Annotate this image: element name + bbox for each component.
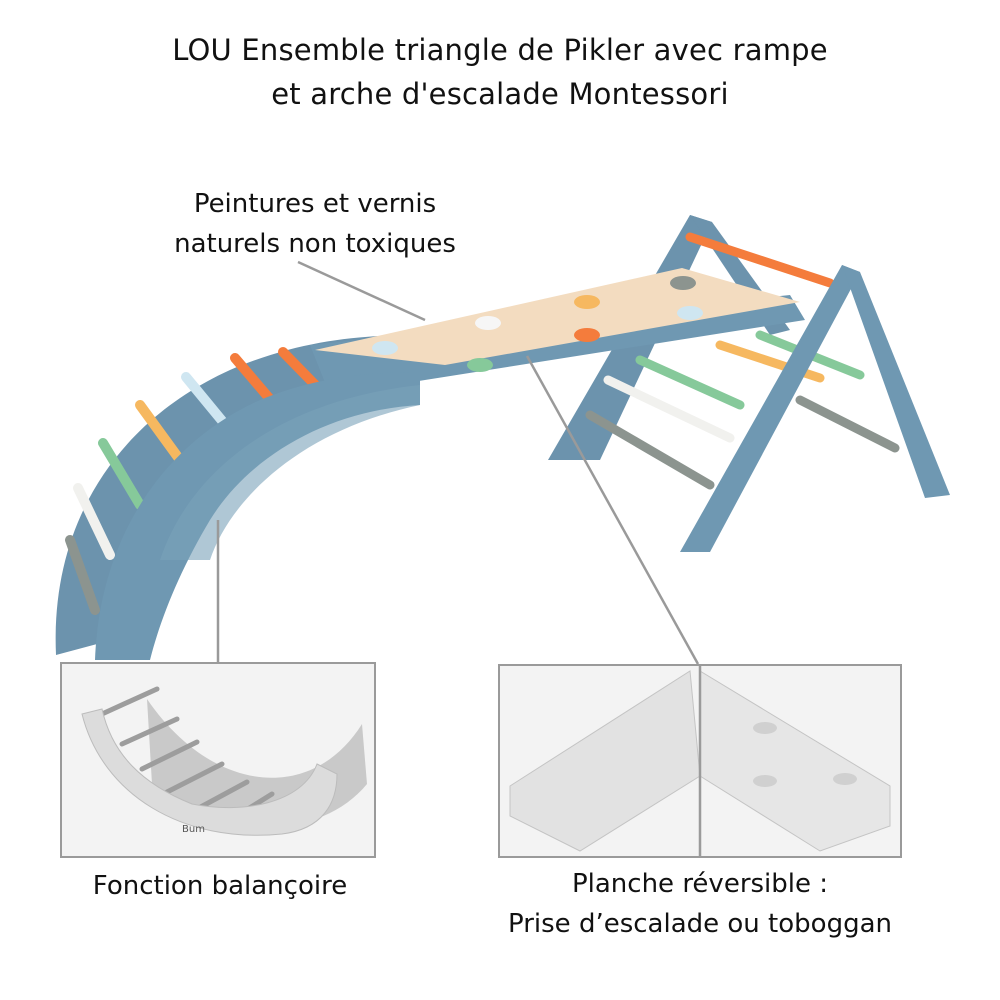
hold-lightblue1 [372, 341, 398, 355]
board-caption: Planche réversible : Prise d’escalade ou… [440, 864, 960, 944]
board-hold3 [833, 773, 857, 785]
reversible-board-illustration [509, 666, 891, 856]
arch-rung-white [73, 483, 115, 560]
hold-orange [574, 328, 600, 342]
board-callout-line [525, 355, 700, 665]
hold-gray [670, 276, 696, 290]
hold-lightblue2 [677, 306, 703, 320]
swing-caption: Fonction balançoire [92, 871, 348, 901]
product-title: LOU Ensemble triangle de Pikler avec ram… [0, 28, 1000, 116]
paint-callout-caption: Peintures et vernis naturels non toxique… [130, 184, 500, 264]
reversible-board-inset-photo [498, 664, 902, 858]
board-caption-line1: Planche réversible : [571, 869, 829, 899]
triangle-rung-green2 [635, 355, 745, 410]
triangle-front-leg-right [842, 265, 950, 498]
arch-rung-yellow [135, 400, 185, 465]
board-hold2 [753, 775, 777, 787]
swing-inset-photo: Bum [60, 662, 376, 858]
paint-callout-line [297, 260, 426, 322]
hold-yellow [574, 295, 600, 309]
board-caption-line2: Prise d’escalade ou toboggan [508, 909, 892, 939]
board-hold1 [753, 722, 777, 734]
ramp-board [315, 268, 800, 365]
hold-white [475, 316, 501, 330]
rocker-front [81, 708, 338, 836]
arch-rung-gray [65, 535, 100, 615]
arch-front-lower [160, 385, 420, 560]
board-slide-side [509, 670, 701, 852]
climbing-holds [372, 276, 703, 372]
product-title-line2: et arche d'escalade Montessori [271, 77, 729, 111]
board-holds-side [699, 670, 891, 852]
triangle-rung-gray2 [795, 395, 900, 453]
triangle-rung-gray1 [585, 410, 715, 490]
product-title-line1: LOU Ensemble triangle de Pikler avec ram… [172, 33, 828, 67]
paint-callout-line2: naturels non toxiques [174, 229, 456, 259]
triangle-rung-white [603, 375, 735, 443]
arch-rung-lightblue [181, 372, 233, 433]
rocker-brand-label: Bum [182, 824, 205, 835]
arch-rung-green [98, 438, 145, 510]
triangle-front-leg-left [680, 265, 860, 552]
paint-callout-line1: Peintures et vernis [193, 189, 437, 219]
triangle-rung-orange [685, 232, 835, 288]
swing-rocker-illustration: Bum [81, 686, 367, 836]
hold-green [467, 358, 493, 372]
callout-lines [216, 260, 700, 665]
